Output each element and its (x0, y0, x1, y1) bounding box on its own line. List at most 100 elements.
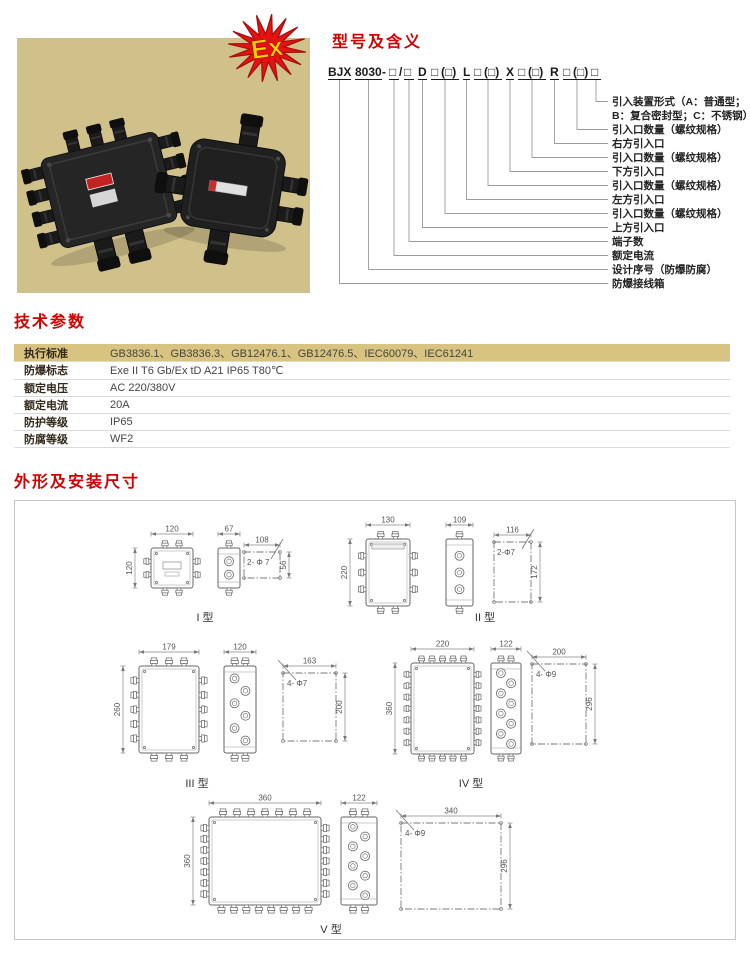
model-caption: III 型 (185, 776, 208, 790)
param-value: WF2 (110, 433, 134, 446)
mounting-pattern (243, 551, 281, 579)
dim-label: 130 (381, 516, 395, 525)
tech-params-title: 技术参数 (14, 314, 87, 331)
model-meaning-label: 引入口数量（螺纹规格） (612, 207, 728, 220)
tree-connector (554, 80, 608, 144)
dim-label: 120 (233, 643, 247, 652)
model-code-segment: / (399, 65, 403, 79)
model-meaning-label: 引入口数量（螺纹规格） (612, 123, 728, 136)
tree-connector (444, 80, 608, 214)
dim-label: 220 (436, 640, 450, 649)
dim-label: 200 (552, 648, 566, 657)
product-photo-illustration (21, 113, 309, 272)
spec-label-plate (89, 188, 118, 208)
dim-label: 109 (453, 516, 467, 525)
dimensions-title: 外形及安装尺寸 (14, 474, 141, 491)
model-caption: IV 型 (459, 776, 483, 790)
dim-label: 120 (165, 525, 179, 534)
model-meaning-label: 上方引入口 (612, 221, 665, 234)
dim-label: 67 (225, 525, 234, 534)
tree-connector (466, 80, 608, 200)
param-row: 防腐等级 WF2 (14, 430, 730, 448)
model-code-segment: - (382, 65, 386, 79)
model-meaning-label: B：复合密封型；C：不锈钢） (612, 109, 750, 122)
model-code-segment: □ (431, 65, 438, 79)
model-caption: V 型 (320, 922, 341, 936)
param-value: AC 220/380V (110, 381, 176, 394)
dim-label: 108 (255, 536, 269, 545)
model-meaning-label: 左方引入口 (611, 193, 665, 206)
model-code-segment: (□) (484, 65, 499, 79)
model-meaning-label: 额定电流 (611, 249, 654, 262)
tree-connector (487, 80, 608, 186)
model-meaning-label: 引入装置形式（A：普通型； (612, 95, 746, 108)
hole-spec-label: 2- Φ 7 (247, 558, 270, 567)
dim-label: 172 (530, 565, 539, 579)
ex-starburst: Ex (228, 14, 306, 82)
mounting-pattern (400, 822, 502, 910)
model-code-segment: (□) (573, 65, 588, 79)
tree-connector (393, 80, 608, 256)
hole-spec-label: 4- Φ7 (287, 679, 308, 688)
product-photo (17, 38, 310, 293)
model-code-segment: L (463, 65, 470, 79)
param-value: Exe II T6 Gb/Ex tD A21 IP65 T80℃ (110, 364, 284, 377)
tree-connector (422, 80, 608, 228)
hole-spec-label: 2-Φ7 (497, 548, 515, 557)
junction-box-left (21, 117, 197, 272)
model-code-segment: □ (563, 65, 570, 79)
ex-logo-text: Ex (249, 31, 285, 65)
model-code-segment: D (418, 65, 427, 79)
model-code-segment: □ (389, 65, 396, 79)
dim-label: 296 (585, 697, 594, 711)
model-code-segment: □ (591, 65, 598, 79)
spec-label-plate (208, 180, 248, 197)
hole-spec-label: 4- Φ9 (405, 829, 426, 838)
model-caption: I 型 (196, 610, 213, 624)
mounting-pattern (282, 672, 337, 742)
hole-spec-label: 4- Φ9 (536, 670, 557, 679)
mounting-pattern (531, 663, 587, 745)
model-meaning-label: 引入口数量（螺纹规格） (612, 179, 728, 192)
tree-connector (408, 80, 608, 242)
red-label-plate (85, 172, 115, 191)
model-code-segment: □ (518, 65, 525, 79)
dim-label: 360 (258, 794, 272, 803)
dim-label: 340 (444, 807, 458, 816)
param-label: 防护等级 (24, 417, 68, 430)
dim-label: 260 (113, 702, 122, 716)
model-section-title: 型号及含义 (332, 34, 423, 51)
param-label: 防腐等级 (24, 434, 68, 447)
dim-label: 220 (340, 565, 349, 579)
param-label: 防爆标志 (24, 365, 68, 378)
tree-connector (509, 80, 608, 172)
junction-box-right (154, 113, 309, 266)
model-caption: II 型 (475, 610, 495, 624)
tree-connector (368, 80, 608, 270)
drawing-model-3: 179 260 120 163 200 4- Φ7 III 型 (113, 643, 348, 790)
dim-label: 296 (500, 859, 509, 873)
model-meaning-label: 端子数 (612, 235, 644, 248)
model-code-segment: (□) (441, 65, 456, 79)
param-label: 额定电流 (24, 400, 68, 413)
dim-label: 179 (162, 643, 176, 652)
model-code-segment: (□) (528, 65, 543, 79)
dim-label: 200 (335, 700, 344, 714)
model-code-segment: X (506, 65, 514, 79)
model-code-segment: □ (404, 65, 411, 79)
dim-label: 360 (385, 701, 394, 715)
tree-connector (595, 80, 608, 102)
model-meaning-label: 设计序号（防爆防腐） (612, 263, 717, 276)
model-code-segment: BJX (328, 65, 351, 79)
model-code-segment: 8030 (355, 65, 382, 79)
dim-label: 360 (183, 854, 192, 868)
dim-label: 163 (303, 657, 317, 666)
